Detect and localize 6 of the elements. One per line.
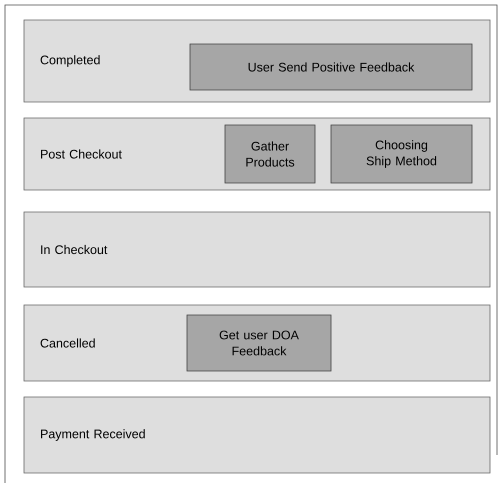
state-box: Gather Products <box>224 124 316 184</box>
state-box: Get user DOA Feedback <box>186 314 332 372</box>
status-band: In Checkout <box>24 212 490 288</box>
state-box: Choosing Ship Method <box>330 124 472 184</box>
state-box: User Send Positive Feedback <box>190 44 472 90</box>
status-band: Payment Received <box>24 396 490 474</box>
